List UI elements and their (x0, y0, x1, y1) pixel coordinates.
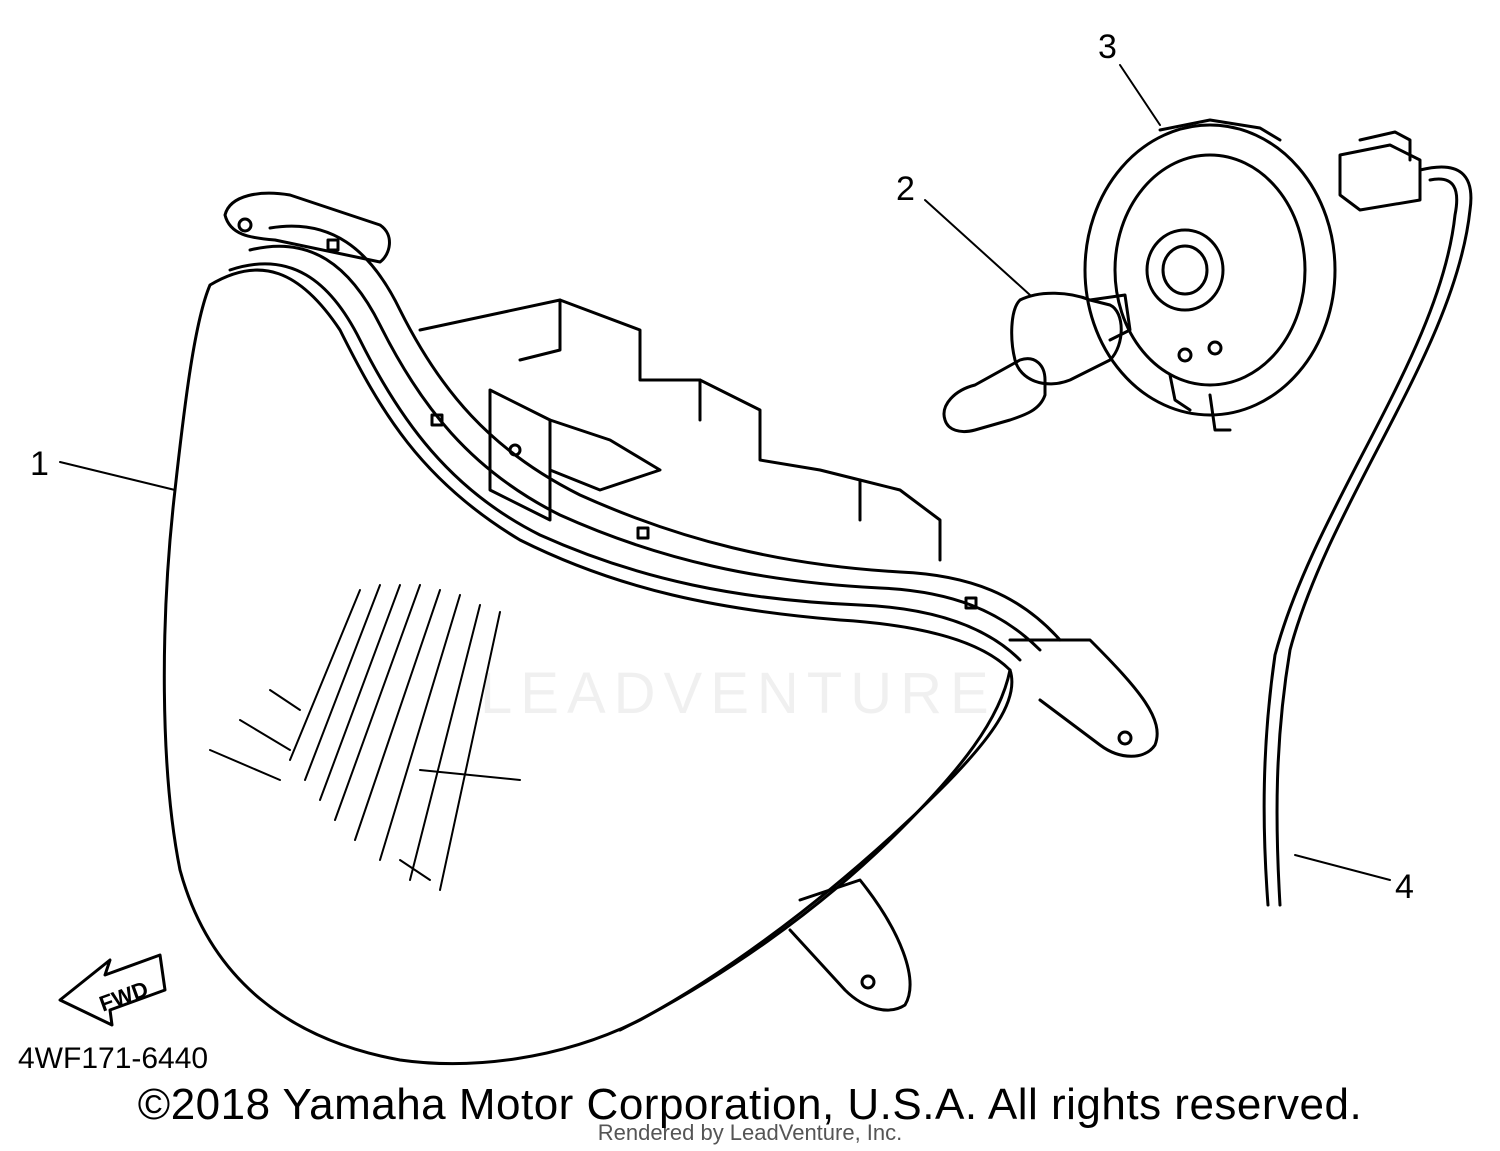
leader-line-2 (924, 199, 1031, 296)
callout-1: 1 (30, 445, 49, 483)
bulb-socket-part-3 (1083, 118, 1337, 432)
copyright-notice: ©2018 Yamaha Motor Corporation, U.S.A. A… (137, 1080, 1363, 1129)
bottom-mount-ear (788, 878, 912, 1012)
bulb-part-2 (942, 291, 1132, 434)
callout-4: 4 (1395, 868, 1414, 906)
headlight-lens (162, 268, 1014, 1066)
leader-line-4 (1294, 854, 1391, 881)
headlight-assembly-part-1 (162, 191, 1159, 1066)
rendered-by-note: Rendered by LeadVenture, Inc. (597, 1120, 903, 1145)
top-mount-ear (223, 191, 391, 264)
callout-3: 3 (1098, 28, 1117, 66)
callout-2: 2 (896, 170, 915, 208)
wire-harness-part-4 (1262, 130, 1473, 907)
leader-line-3 (1119, 64, 1161, 126)
leader-line-1 (59, 461, 176, 491)
leadventure-watermark: LEADVENTURE (480, 661, 997, 726)
fwd-arrow-icon (58, 953, 167, 1027)
part-code: 4WF171-6440 (18, 1042, 208, 1075)
right-mount-ear (1008, 638, 1159, 758)
